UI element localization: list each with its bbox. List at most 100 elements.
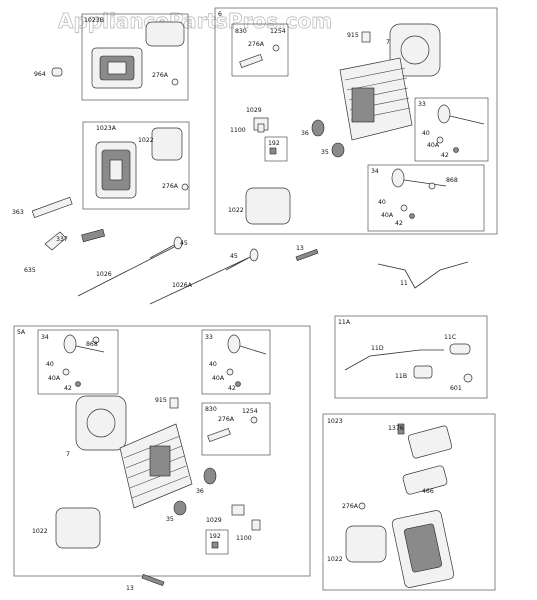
part-number-label: 40A [48,375,61,382]
seal-868-bottom [92,336,100,344]
group-box-34-bottom [37,329,119,395]
valve-45-right [225,248,259,271]
part-192-top [269,147,277,155]
part-number-label: 11D [371,345,384,352]
part-1100-bottom [251,519,261,531]
part-number-label: 42 [64,385,72,392]
part-number-label: 1100 [236,535,252,542]
valve-34-bottom [63,334,105,354]
group-box-1023a [82,121,190,210]
part-number-label: 964 [34,71,46,78]
breather-hose-11 [377,261,469,289]
part-1100-top [257,123,265,133]
part-number-label: 33 [205,334,213,341]
gasket-1022-1023 [345,525,387,563]
part-number-label: 868 [446,177,458,184]
part-number-label: 1022 [138,137,154,144]
part-number-label: 11 [400,280,408,287]
nut-1254-bottom [250,416,258,424]
part-number-label: 601 [450,385,462,392]
part-number-label: 45 [230,253,238,260]
gasket-466 [402,465,448,495]
part-number-label: 192 [268,140,280,147]
part-number-label: 34 [41,334,49,341]
seal-868-top [428,182,436,190]
part-number-label: 1022 [32,528,48,535]
group-box-1023-bottom [322,413,496,591]
part-number-label: 34 [371,168,379,175]
part-number-label: 1026 [96,271,112,278]
rocker-cover-1023-bottom [391,510,455,588]
keeper-42-top-34 [409,213,415,219]
valve-34-top [391,168,447,188]
part-number-label: 40A [212,375,225,382]
gasket-1022-bottom [55,507,101,549]
part-number-label: 36 [301,130,309,137]
group-box-1023b [81,13,189,101]
keeper-42-top-33 [453,147,459,153]
part-192-top-box [264,136,288,162]
group-box-33-top [414,97,489,162]
pushrod-1026 [77,243,181,297]
part-number-label: 42 [228,385,236,392]
part-number-label: 40 [209,361,217,368]
spark-plug-337 [81,228,106,243]
retainer-40-bottom-33 [226,368,234,376]
part-number-label: 11A [338,319,351,326]
part-number-label: 1023A [96,125,117,132]
part-964 [51,67,63,77]
part-number-label: 1254 [270,28,286,35]
group-box-34-top [367,164,485,232]
group-box-6 [214,7,498,235]
pushrod-1026a [149,257,249,305]
part-number-label: 35 [166,516,174,523]
rocker-cover-1023a [95,141,137,199]
group-box-830-bottom [201,402,271,456]
part-number-label: 276A [218,416,235,423]
cylinder-head-6 [339,57,413,141]
part-number-label: 33 [418,101,426,108]
part-number-label: 40A [427,142,440,149]
gasket-1022-a [151,127,183,161]
rocker-cover-1023b [91,47,143,89]
retainer-40-top-34 [400,204,408,212]
screw-1376 [397,423,405,435]
bolt-13-top [295,248,319,262]
hose-11c [449,343,471,355]
spring-36-top [311,119,325,137]
part-number-label: 868 [86,341,98,348]
part-number-label: 1022 [327,556,343,563]
cover-1023-top-part [407,425,453,459]
part-number-label: 276A [342,503,359,510]
part-number-label: 635 [24,267,36,274]
watermark-text: AppliancePartsPros.com [58,9,332,33]
part-number-label: 192 [209,533,221,540]
part-number-label: 11C [444,334,456,341]
retainer-40-top-33 [436,136,444,144]
part-number-label: 40 [378,199,386,206]
part-915-bottom [169,397,179,409]
tube-11d [344,349,444,371]
cylinder-head-5a [119,423,193,509]
group-box-33-bottom [201,329,271,395]
clamp-601 [463,373,473,383]
bolt-13-bottom [141,573,165,587]
part-number-label: 1029 [206,517,222,524]
head-gasket-7-bottom [75,395,127,451]
nut-1254-top [272,44,280,52]
part-number-label: 466 [422,488,434,495]
part-number-label: 1023 [327,418,343,425]
part-number-label: 13 [296,245,304,252]
part-number-label: 915 [155,397,167,404]
part-number-label: 40A [381,212,394,219]
spark-plug-lead-363 [31,196,73,219]
nut-276a-bottom [358,502,366,510]
head-gasket-7-top [389,23,441,77]
part-number-label: 40 [46,361,54,368]
spring-36-bottom [203,467,217,485]
retainer-40-bottom-34 [62,368,70,376]
boot-635 [44,231,67,251]
part-number-label: 276A [162,183,179,190]
